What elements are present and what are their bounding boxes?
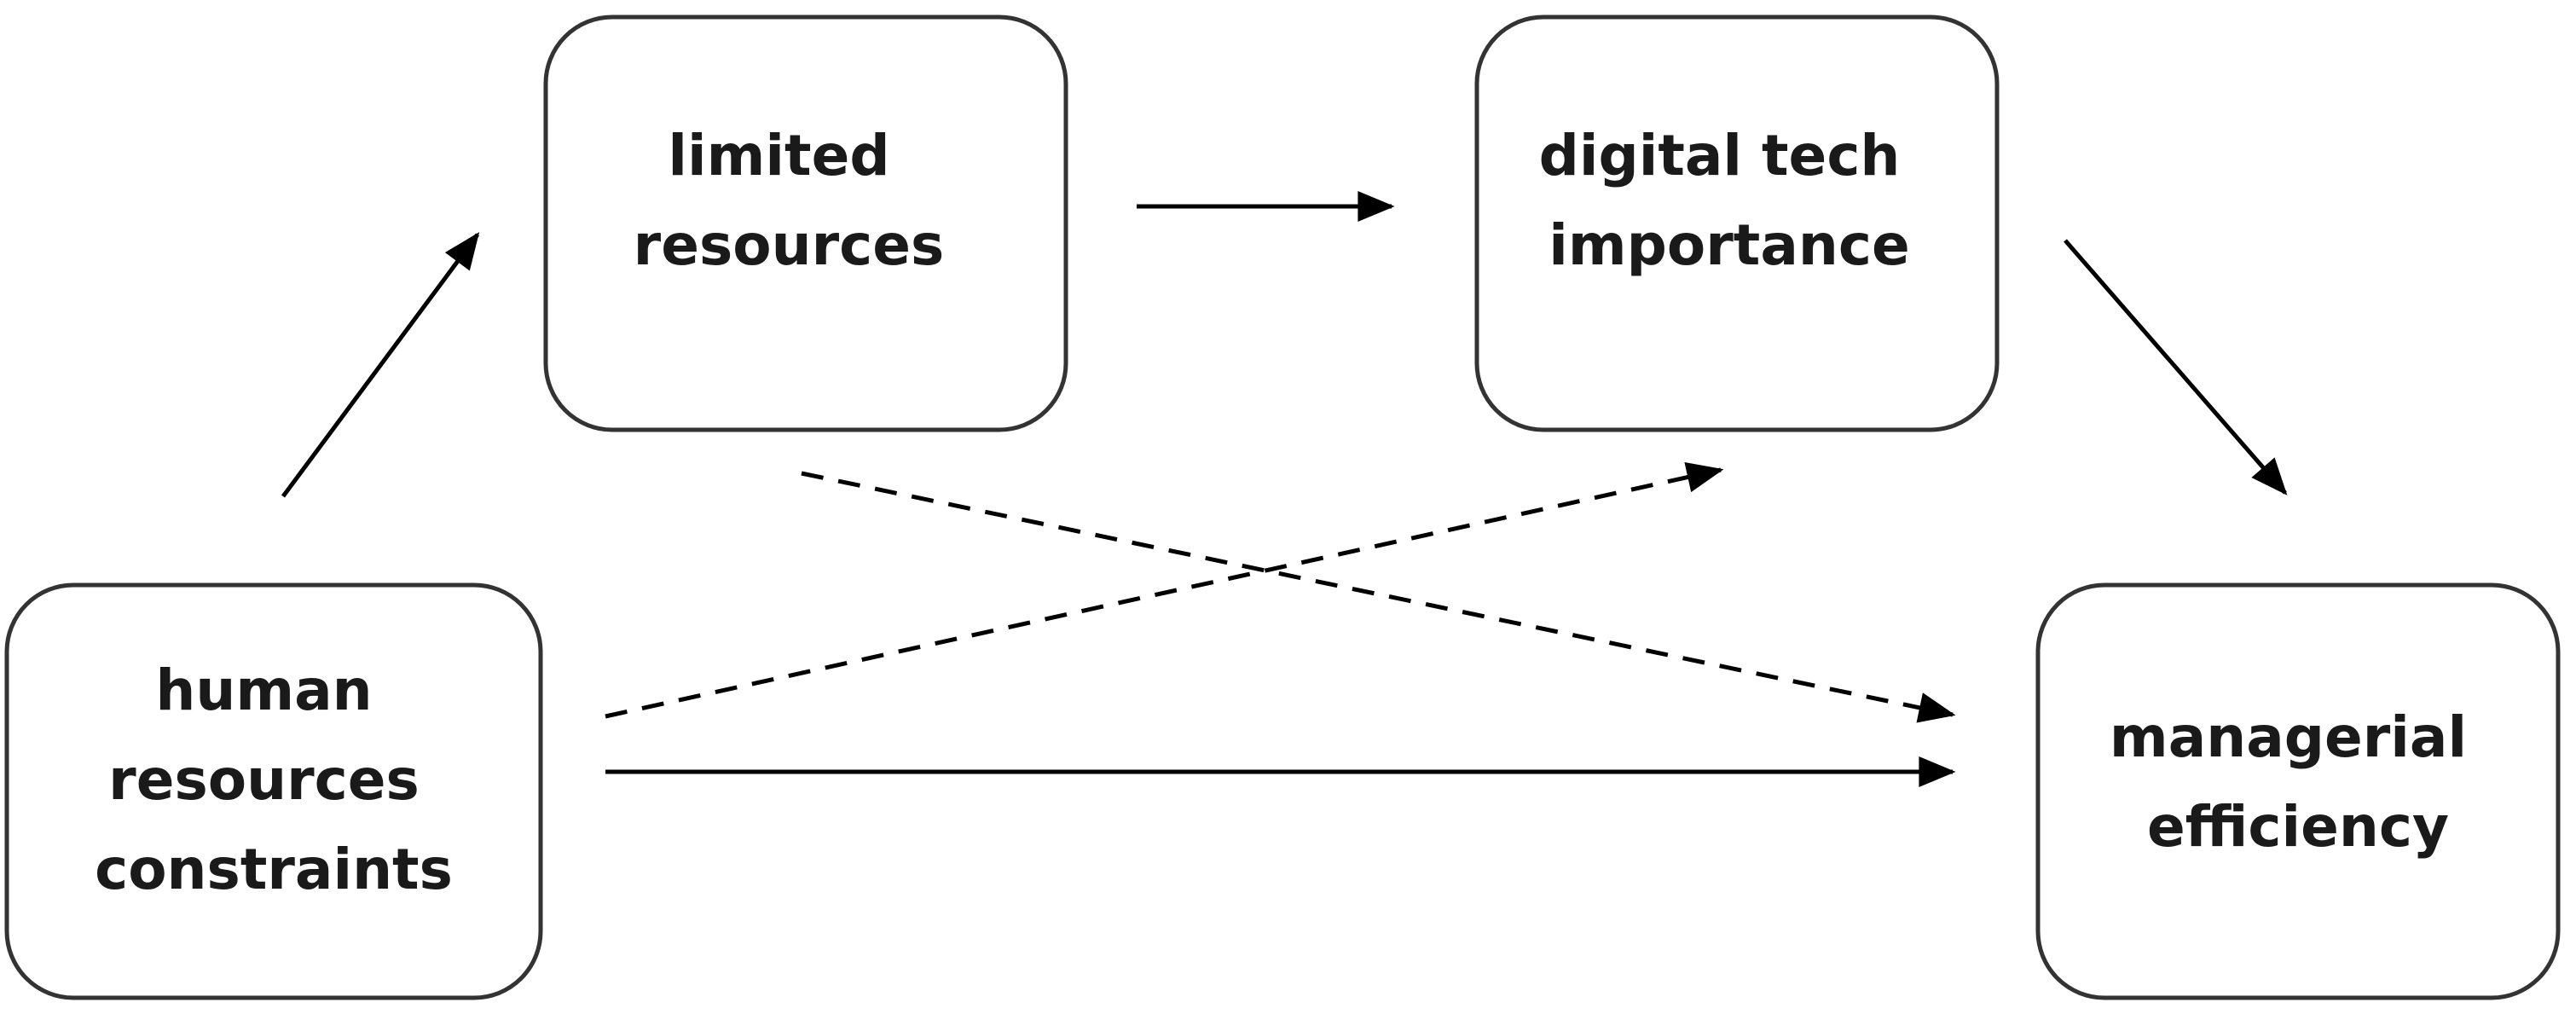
dashed-arrow-limited-to-managerial [801, 471, 1956, 723]
node-label-line: importance [1548, 212, 1910, 278]
node-human-resources-constraints: human resources constraints [4, 582, 543, 1000]
node-label-line: limited [668, 123, 889, 188]
svg-text:limited resources: limited resources [634, 123, 945, 278]
node-label-line: resources [634, 212, 945, 278]
node-managerial-efficiency: managerial efficiency [2035, 582, 2561, 1000]
node-label-line: efficiency [2147, 794, 2449, 860]
node-label-line: digital tech [1539, 123, 1901, 188]
arrow-hr-to-limited [281, 232, 480, 498]
node-label-line: human [155, 658, 372, 723]
node-limited-resources: limited resources [543, 14, 1068, 432]
node-label-line: resources [108, 747, 420, 813]
node-digital-tech-importance: digital tech importance [1474, 14, 2000, 432]
svg-text:digital tech importance: digital tech importance [1539, 123, 1920, 278]
node-label-line: constraints [95, 837, 453, 902]
svg-text:human resources co: human resources constraints [95, 658, 453, 902]
svg-text:managerial efficiency: managerial efficiency [2110, 704, 2486, 860]
arrow-digital-to-managerial [2064, 239, 2288, 495]
dashed-arrow-hr-to-digital [605, 461, 1724, 719]
node-label-line: managerial [2110, 704, 2467, 770]
